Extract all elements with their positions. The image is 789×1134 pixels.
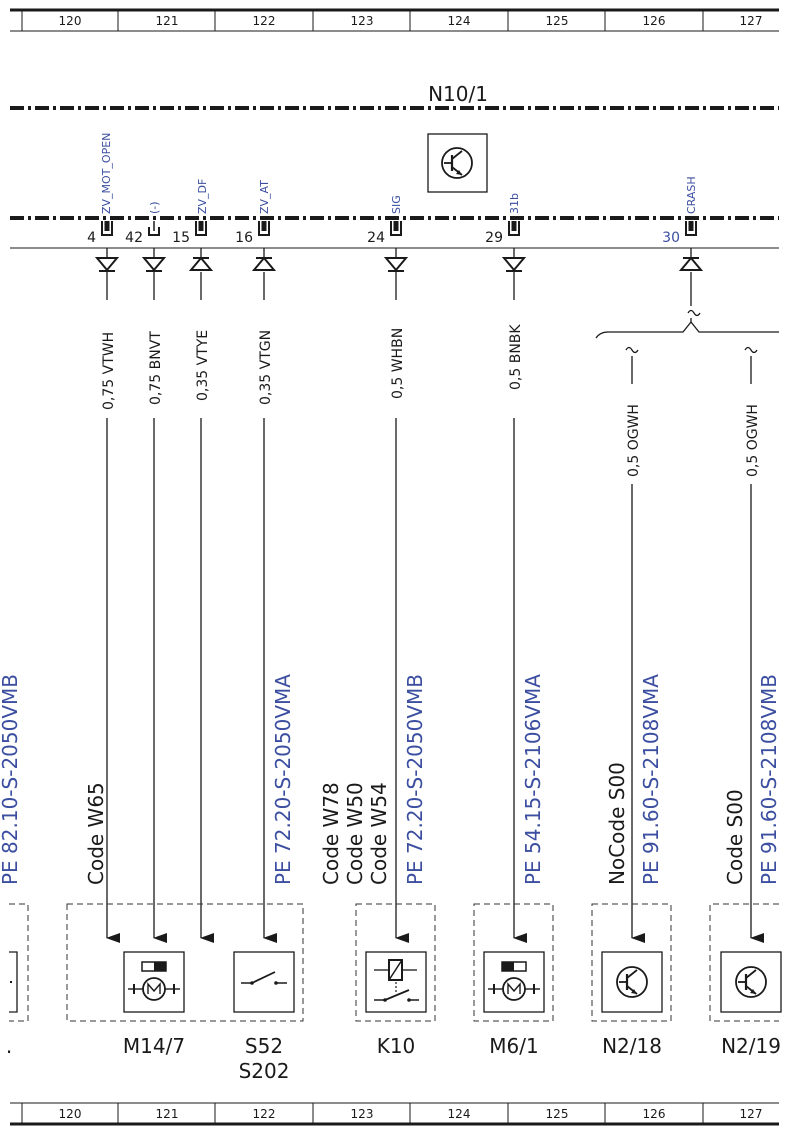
s52-reference: PE 72.20-S-2050VMA bbox=[271, 674, 295, 885]
pin-29-number: 29 bbox=[485, 230, 503, 246]
left-partial-component bbox=[9, 951, 18, 1013]
pin-15-number: 15 bbox=[172, 230, 190, 246]
left-cut-reference: PE 82.10-S-2050VMB bbox=[0, 674, 22, 885]
pin-16-number: 16 bbox=[235, 230, 253, 246]
bottom-grid-col-124: 124 bbox=[448, 1107, 471, 1121]
pin-4-signal: ZV_MOT_OPEN bbox=[100, 133, 113, 214]
code-w50: Code W50 bbox=[343, 782, 367, 885]
wire-label-pin-4: 0,75 VTWH bbox=[101, 332, 117, 410]
m6-reference: PE 54.15-S-2106VMA bbox=[521, 674, 545, 885]
component-label-k10: K10 bbox=[377, 1034, 416, 1058]
nocode-s00: NoCode S00 bbox=[605, 762, 629, 885]
pin-30-signal: CRASH bbox=[685, 176, 698, 214]
transistor-icon-n2-18 bbox=[601, 951, 663, 1013]
pin-42-signal: (-) bbox=[148, 201, 161, 214]
bottom-grid-col-121: 121 bbox=[156, 1107, 179, 1121]
top-grid-col-125: 125 bbox=[546, 14, 569, 28]
wire-label-pin-24: 0,5 WHBN bbox=[390, 328, 406, 399]
direction-arrows bbox=[94, 256, 704, 272]
code-s00: Code S00 bbox=[723, 789, 747, 885]
top-grid-ruler: 120 121 122 123 124 125 126 127 bbox=[10, 8, 779, 32]
top-grid-col-127: 127 bbox=[740, 14, 763, 28]
control-unit-label: N10/1 bbox=[428, 82, 488, 106]
n2-19-reference: PE 91.60-S-2108VMB bbox=[757, 674, 781, 885]
wire-label-pin-29: 0,5 BNBK bbox=[508, 324, 524, 390]
bottom-grid-col-126: 126 bbox=[643, 1107, 666, 1121]
component-label-n2-19: N2/19 bbox=[721, 1034, 781, 1058]
bottom-grid-col-120: 120 bbox=[59, 1107, 82, 1121]
left-partial-label: . bbox=[6, 1034, 12, 1058]
wires bbox=[106, 248, 779, 943]
component-label-n2-18: N2/18 bbox=[602, 1034, 662, 1058]
motor-icon bbox=[123, 951, 185, 1013]
pin-42-number: 42 bbox=[125, 230, 143, 246]
component-label-m6-1: M6/1 bbox=[489, 1034, 538, 1058]
transistor-icon-n2-19 bbox=[720, 951, 782, 1013]
bottom-grid-col-122: 122 bbox=[253, 1107, 276, 1121]
top-grid-col-126: 126 bbox=[643, 14, 666, 28]
n2-18-reference: PE 91.60-S-2108VMA bbox=[639, 674, 663, 885]
component-label-s202: S202 bbox=[239, 1059, 290, 1083]
bottom-grid-col-125: 125 bbox=[546, 1107, 569, 1121]
pin-24-signal: SIG bbox=[390, 195, 403, 214]
wire-label-pin-42: 0,75 BNVT bbox=[148, 331, 164, 405]
code-w65: Code W65 bbox=[84, 782, 108, 885]
top-grid-col-120: 120 bbox=[59, 14, 82, 28]
component-label-s52: S52 bbox=[245, 1034, 283, 1058]
top-grid-col-122: 122 bbox=[253, 14, 276, 28]
pin-connectors bbox=[101, 221, 697, 236]
relay-icon bbox=[365, 951, 427, 1013]
top-grid-col-121: 121 bbox=[156, 14, 179, 28]
component-label-m14-7: M14/7 bbox=[123, 1034, 185, 1058]
bottom-grid-col-123: 123 bbox=[351, 1107, 374, 1121]
component-boxes bbox=[9, 903, 779, 1022]
top-grid-col-124: 124 bbox=[448, 14, 471, 28]
k10-reference: PE 72.20-S-2050VMB bbox=[403, 674, 427, 885]
bottom-grid-ruler: 120 121 122 123 124 125 126 127 bbox=[10, 1102, 779, 1126]
switch-icon bbox=[233, 951, 295, 1013]
wire-label-pin-16: 0,35 VTGN bbox=[258, 330, 274, 405]
wire-label-n2-18: 0,5 OGWH bbox=[626, 404, 642, 477]
pin-4-number: 4 bbox=[87, 230, 96, 246]
motor-icon-m6-1 bbox=[483, 951, 545, 1013]
pin-30-number: 30 bbox=[662, 230, 680, 246]
code-w78: Code W78 bbox=[319, 782, 343, 885]
pin-15-signal: ZV_DF bbox=[196, 179, 209, 214]
pin-16-signal: ZV_AT bbox=[258, 180, 271, 214]
control-unit-n10-1: N10/1 bbox=[10, 82, 779, 249]
wire-label-n2-19: 0,5 OGWH bbox=[745, 404, 761, 477]
pin-29-signal: 31b bbox=[508, 193, 521, 214]
bottom-grid-col-127: 127 bbox=[740, 1107, 763, 1121]
top-grid-col-123: 123 bbox=[351, 14, 374, 28]
transistor-icon bbox=[427, 133, 488, 193]
code-w54: Code W54 bbox=[367, 782, 391, 885]
pin-24-number: 24 bbox=[367, 230, 385, 246]
wire-label-pin-15: 0,35 VTYE bbox=[195, 330, 211, 401]
